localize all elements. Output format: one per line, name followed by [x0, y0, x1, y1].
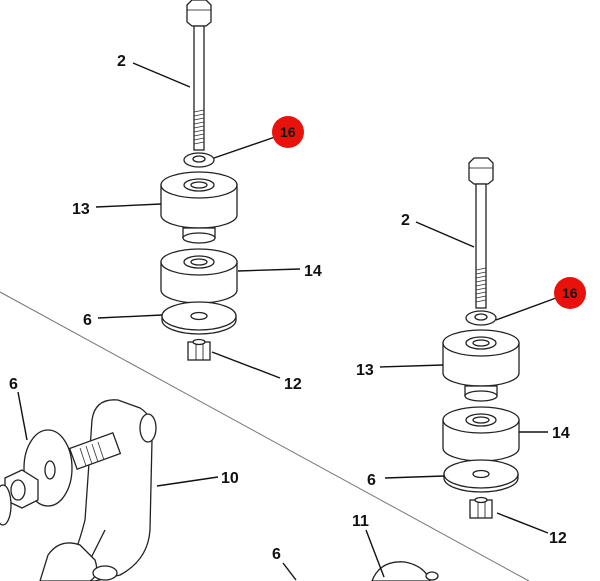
label-right-bolt: 2 — [401, 212, 410, 229]
label-right-washer-16: 16 — [562, 285, 578, 301]
label-left-lower-bushing: 14 — [304, 263, 322, 280]
label-lower-mount: 11 — [352, 513, 369, 530]
left-mount-assembly — [160, 0, 238, 361]
callout-left-16-circle — [272, 116, 304, 148]
label-left-nut: 12 — [284, 376, 302, 393]
section-divider-line — [0, 291, 530, 581]
label-left-washer: 6 — [83, 312, 92, 329]
callout-right-16-circle — [554, 277, 586, 309]
lower-mount-parts — [371, 561, 439, 581]
label-bracket: 10 — [221, 470, 239, 487]
label-right-lower-bushing: 14 — [552, 425, 570, 442]
bracket-assembly — [0, 399, 157, 581]
label-right-upper-bushing: 13 — [356, 362, 374, 379]
label-left-upper-bushing: 13 — [72, 201, 90, 218]
label-lower-washer: 6 — [272, 546, 281, 563]
leader-lines — [17, 62, 557, 581]
label-right-washer: 6 — [367, 472, 376, 489]
label-left-bolt: 2 — [117, 53, 126, 70]
label-left-washer-16: 16 — [280, 124, 296, 140]
label-right-nut: 12 — [549, 530, 567, 547]
label-bracket-washer: 6 — [9, 376, 18, 393]
right-mount-assembly — [442, 157, 520, 519]
